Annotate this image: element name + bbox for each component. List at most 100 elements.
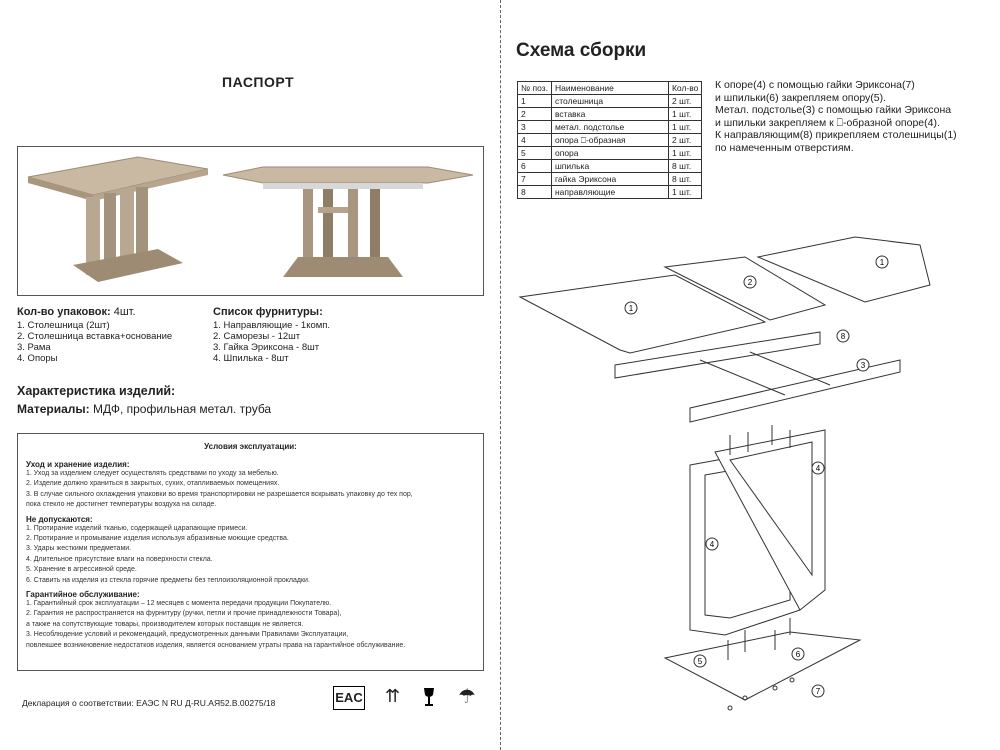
instruction-line: и шпильки(6) закрепляем опору(5).	[715, 91, 887, 104]
hardware-item: 2. Саморезы - 12шт	[213, 331, 301, 342]
materials-label: Материалы:	[17, 402, 90, 416]
cell: 7	[517, 172, 552, 186]
cell: шпилька	[550, 159, 669, 173]
cell: 1 шт.	[667, 120, 703, 134]
metal-frame-rail	[689, 359, 901, 423]
cell: 1	[517, 94, 552, 108]
cell: 2 шт.	[667, 94, 703, 108]
characteristics-heading: Характеристика изделий:	[17, 384, 176, 398]
forbidden-item: 3. Удары жесткими предметами.	[26, 545, 132, 553]
package-item: 4. Опоры	[17, 353, 58, 364]
callout-4b: 4	[710, 540, 715, 549]
materials-line: Материалы: МДФ, профильная метал. труба	[17, 402, 271, 416]
col-header: Наименование	[550, 81, 669, 95]
assembly-title: Схема сборки	[516, 40, 647, 61]
hardware-item: 3. Гайка Эриксона - 8шт	[213, 342, 320, 353]
callout-3: 3	[861, 361, 866, 370]
cell: направляющие	[550, 185, 669, 199]
forbidden-item: 4. Длительное присутствие влаги на повер…	[26, 555, 213, 563]
fragile-icon	[422, 686, 436, 708]
materials-value: МДФ, профильная метал. труба	[92, 402, 272, 416]
cell: опора	[550, 146, 669, 160]
package-item: 2. Столешница вставка+основание	[17, 331, 173, 342]
cell: метал. подстолье	[550, 120, 669, 134]
care-item: 1. Уход за изделием следует осуществлять…	[26, 470, 279, 477]
instruction-line: по намеченным отверстиям.	[715, 141, 854, 154]
callout-2: 2	[748, 278, 753, 287]
product-photos-frame	[17, 146, 484, 296]
cell: 8 шт.	[667, 159, 703, 173]
forbidden-item: 5. Хранение в агрессивной среде.	[26, 566, 137, 574]
support-frame-back	[714, 429, 826, 611]
eac-mark: EAC	[333, 686, 365, 710]
declaration: Декларация о соответствии: ЕАЭС N RU Д-R…	[22, 698, 276, 708]
cell: 1 шт.	[667, 146, 703, 160]
hardware-item: 4. Шпилька - 8шт	[213, 353, 289, 364]
cell: 2	[517, 107, 552, 121]
callout-1: 1	[629, 304, 634, 313]
tabletop-right	[756, 236, 931, 303]
cell: 3	[517, 120, 552, 134]
conditions-frame: Условия эксплуатации: Уход и хранение из…	[17, 433, 484, 671]
parts-table-header: № поз. Наименование Кол-во	[517, 81, 703, 95]
warranty-item: 2. Гарантия не распространяется на фурни…	[26, 610, 342, 618]
cell: столешница	[550, 94, 669, 108]
callout-7: 7	[816, 687, 821, 696]
callout-5: 5	[698, 657, 703, 666]
base-support	[663, 631, 862, 701]
forbidden-title: Не допускаются:	[26, 514, 93, 524]
cell: опора ⎕-образная	[550, 133, 669, 147]
forbidden-item: 6. Ставить на изделия из стекла горячие …	[26, 576, 310, 584]
cell: 8	[517, 185, 552, 199]
page-divider	[500, 0, 501, 750]
callout-1b: 1	[880, 258, 885, 267]
this-side-up-icon: ⇈	[385, 686, 401, 706]
hardware-item: 1. Направляющие - 1комп.	[213, 320, 331, 331]
forbidden-item: 2. Протирание и промывание изделия испол…	[26, 535, 289, 543]
package-item: 3. Рама	[17, 342, 51, 353]
care-title: Уход и хранение изделия:	[26, 460, 130, 469]
hardware-block: Список фурнитуры: 1. Направляющие - 1ком…	[213, 306, 330, 364]
forbidden-item: 1. Протирание изделий тканью, содержащей…	[26, 524, 248, 532]
care-item: пока стекло не достигнет температуры воз…	[26, 501, 217, 509]
cell: гайка Эриксона	[550, 172, 669, 186]
cell: 4	[517, 133, 552, 147]
cell: 8 шт.	[667, 172, 703, 186]
packages-block: Кол-во упаковок: 4шт. 1. Столешница (2шт…	[17, 306, 172, 364]
callout-6: 6	[796, 650, 801, 659]
warranty-title: Гарантийное обслуживание:	[26, 590, 140, 600]
passport-title: ПАСПОРТ	[222, 74, 295, 90]
instruction-line: К опоре(4) с помощью гайки Эриксона(7)	[715, 79, 915, 91]
warranty-item: а также на сопутствующие товары, произво…	[26, 620, 304, 628]
package-item: 1. Столешница (2шт)	[17, 320, 110, 331]
warranty-item: повлекшее возникновение недостатков изде…	[26, 641, 406, 649]
callout-8: 8	[841, 332, 846, 341]
instructions: К опоре(4) с помощью гайки Эриксона(7) и…	[715, 79, 957, 155]
care-item: 2. Изделие должно храниться в закрытых, …	[26, 480, 280, 488]
callout-4: 4	[816, 464, 821, 473]
hardware-label: Список фурнитуры:	[213, 306, 323, 318]
tabletop-left	[518, 274, 767, 354]
conditions-title: Условия эксплуатации:	[204, 442, 297, 451]
table-photo-side	[222, 166, 474, 277]
col-header: Кол-во	[667, 81, 703, 95]
instruction-line: К направляющим(8) прикрепляем столешницы…	[715, 129, 957, 142]
product-photos	[27, 156, 474, 282]
table-photo-angled	[27, 156, 209, 282]
tabletop-insert	[663, 256, 827, 321]
assembly-diagram: 1 2 1 8 3 4 4 5 6 7	[518, 236, 931, 711]
col-header: № поз.	[517, 81, 552, 95]
keep-dry-icon: ☂	[458, 686, 476, 708]
instruction-line: и шпильки закрепляем к ⎕-образной опоре(…	[715, 116, 940, 129]
cell: 2 шт.	[667, 133, 703, 147]
warranty-item: 1. Гарантийный срок эксплуатации – 12 ме…	[26, 600, 332, 608]
care-item: 3. В случае сильного охлаждения упаковки…	[26, 490, 413, 498]
cell: 6	[517, 159, 552, 173]
cell: вставка	[550, 107, 669, 121]
